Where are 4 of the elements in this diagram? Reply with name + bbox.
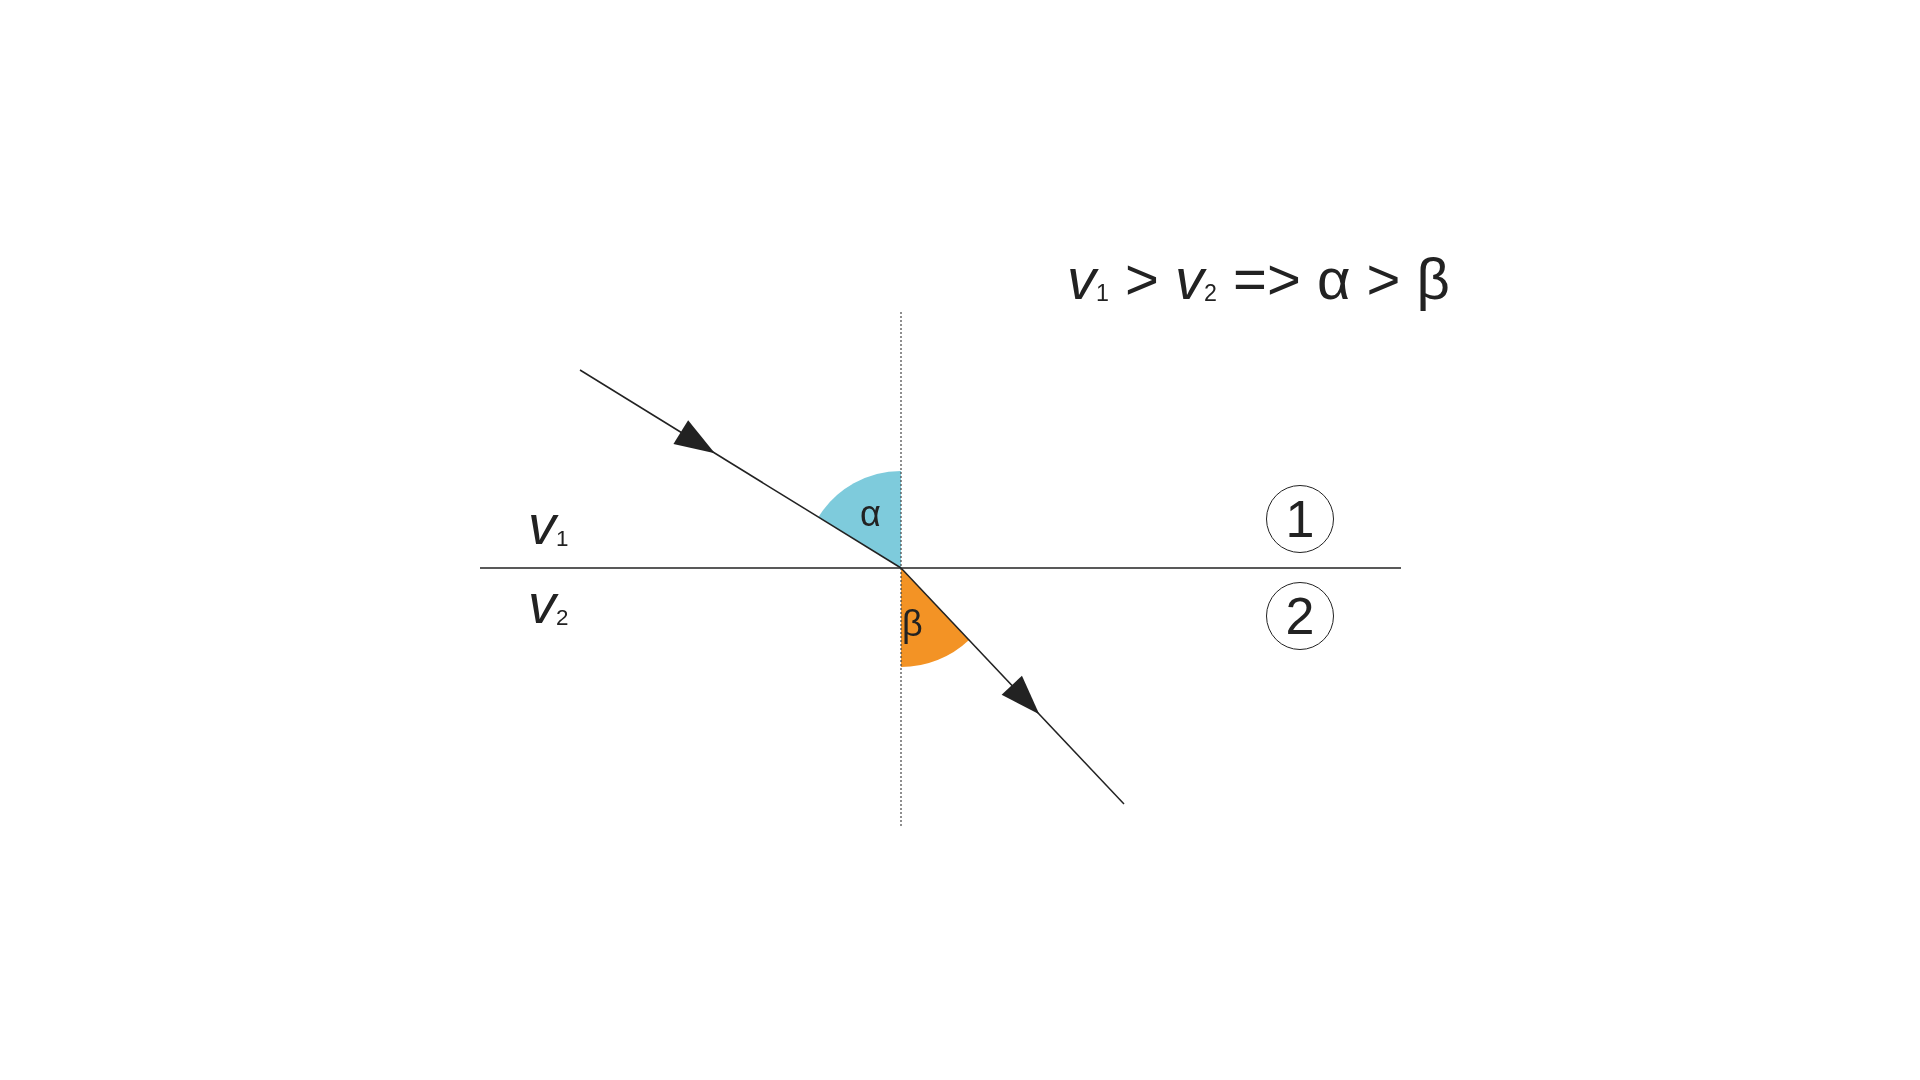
circled-number: 2: [1266, 582, 1334, 650]
circled-number: 1: [1266, 485, 1334, 553]
angle-label: β: [902, 606, 923, 642]
angle-label: α: [860, 496, 881, 532]
